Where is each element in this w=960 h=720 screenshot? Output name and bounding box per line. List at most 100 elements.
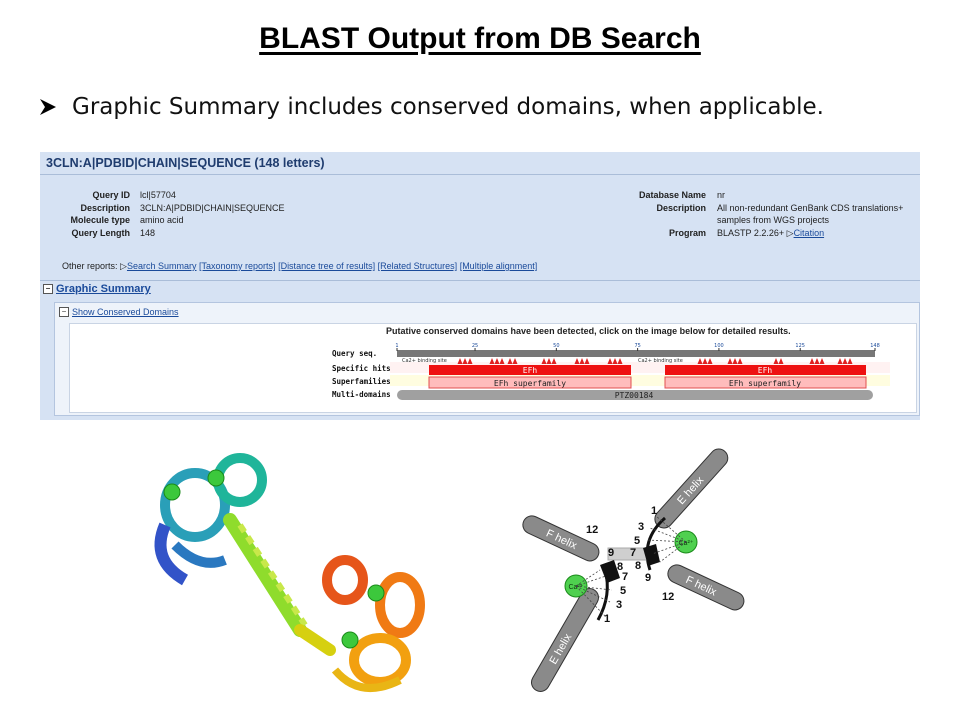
arrow-bullet-icon	[40, 99, 56, 115]
binding-site-triangle[interactable]	[512, 358, 518, 364]
efh-superfamily-2[interactable]	[664, 376, 867, 389]
domain-message: Putative conserved domains have been det…	[386, 326, 791, 336]
query-seq-bar	[397, 350, 875, 357]
pos-8-left: 8	[617, 561, 623, 573]
axis-tick-label: 100	[714, 343, 724, 349]
binding-site-triangle[interactable]	[546, 358, 552, 364]
slide-title: BLAST Output from DB Search	[259, 22, 701, 55]
pos-3-bottom: 3	[616, 599, 622, 611]
graphic-summary-link[interactable]: Graphic Summary	[56, 283, 151, 295]
axis-tick-label: 50	[553, 343, 559, 349]
illustrations: E helix F helix F helix E helix Ca²⁺	[154, 448, 745, 692]
pos-9-left: 9	[608, 547, 614, 559]
binding-site-triangle[interactable]	[842, 358, 848, 364]
superfamily-track-bg	[390, 375, 890, 386]
f-helix-left: F helix	[522, 515, 600, 562]
pos-7-bottom: 7	[622, 571, 628, 583]
related-structures-link[interactable]: [Related Structures]	[377, 261, 458, 271]
citation-link[interactable]: Citation	[793, 227, 825, 238]
pos-5-bottom: 5	[620, 585, 626, 597]
show-conserved-domains-link[interactable]: Show Conserved Domains	[72, 307, 179, 317]
binding-site-triangle[interactable]	[773, 358, 779, 364]
search-summary-link[interactable]: Search Summary	[126, 261, 197, 271]
binding-site-triangle[interactable]	[494, 358, 500, 364]
binding-site-triangle[interactable]	[607, 358, 613, 364]
f-helix-right: F helix	[667, 564, 745, 611]
binding-site-triangle[interactable]	[617, 358, 623, 364]
binding-site-triangle[interactable]	[541, 358, 547, 364]
axis-tick-label: 25	[472, 343, 478, 349]
binding-site-label: Ca2+ binding site	[638, 358, 683, 364]
other-reports: Other reports: ▷Search Summary [Taxonomy…	[62, 261, 537, 272]
db-description-cont: samples from WGS projects	[717, 215, 830, 225]
binding-site-triangle[interactable]	[507, 358, 513, 364]
track-multi-domains: Multi-domains	[332, 390, 391, 399]
divider	[40, 280, 920, 281]
blast-results-panel: 3CLN:A|PDBID|CHAIN|SEQUENCE (148 letters…	[40, 152, 920, 420]
axis-tick-label: 75	[634, 343, 640, 349]
binding-site-triangle[interactable]	[707, 358, 713, 364]
collapse-icon[interactable]: −	[59, 307, 69, 317]
ef-hand-diagram: E helix F helix F helix E helix Ca²⁺	[522, 448, 745, 692]
binding-site-triangle[interactable]	[778, 358, 784, 364]
binding-site-triangle[interactable]	[467, 358, 473, 364]
binding-site-triangle[interactable]	[499, 358, 505, 364]
play-icon: ▷	[120, 261, 127, 271]
efh-hit-2-label: EFh	[758, 366, 773, 375]
binding-site-label: Ca2+ binding site	[402, 358, 447, 364]
program-label: Program	[668, 227, 706, 238]
distance-tree-link[interactable]: [Distance tree of results]	[278, 261, 376, 271]
pos-12-right: 12	[662, 591, 674, 603]
binding-site-triangle[interactable]	[462, 358, 468, 364]
binding-site-triangle[interactable]	[489, 358, 495, 364]
multiple-alignment-link[interactable]: [Multiple alignment]	[459, 261, 538, 271]
graphic-summary-header[interactable]: − Graphic Summary	[43, 283, 151, 295]
efh-hit-2[interactable]	[665, 365, 866, 375]
pos-5-top: 5	[634, 535, 640, 547]
binding-site-markers[interactable]	[457, 358, 853, 364]
binding-site-triangle[interactable]	[584, 358, 590, 364]
binding-site-triangle[interactable]	[737, 358, 743, 364]
pos-3-top: 3	[638, 521, 644, 533]
binding-site-triangle[interactable]	[457, 358, 463, 364]
calmodulin-ribbon-structure	[154, 453, 425, 692]
binding-site-triangle[interactable]	[819, 358, 825, 364]
binding-site-triangle[interactable]	[837, 358, 843, 364]
binding-site-triangle[interactable]	[697, 358, 703, 364]
binding-site-triangle[interactable]	[727, 358, 733, 364]
binding-site-triangle[interactable]	[814, 358, 820, 364]
binding-site-triangle[interactable]	[579, 358, 585, 364]
program-name: BLASTP 2.2.26+	[717, 227, 785, 238]
binding-site-triangle[interactable]	[574, 358, 580, 364]
binding-site-triangle[interactable]	[551, 358, 557, 364]
binding-site-triangle[interactable]	[702, 358, 708, 364]
svg-text:Ca²⁺: Ca²⁺	[679, 540, 694, 547]
show-conserved-domains[interactable]: − Show Conserved Domains	[59, 307, 179, 317]
binding-site-triangle[interactable]	[612, 358, 618, 364]
binding-site-triangle[interactable]	[847, 358, 853, 364]
taxonomy-reports-link[interactable]: [Taxonomy reports]	[199, 261, 276, 271]
efh-hit-1[interactable]	[429, 365, 631, 375]
bullet-point: Graphic Summary includes conserved domai…	[38, 94, 824, 120]
efh-superfamily-1-label: EFh superfamily	[494, 379, 566, 388]
ptz00184-domain[interactable]	[397, 390, 873, 400]
query-length-value: 148	[140, 227, 156, 238]
db-description-value: All non-redundant GenBank CDS translatio…	[717, 202, 904, 213]
bullet-text: Graphic Summary includes conserved domai…	[72, 94, 824, 120]
binding-site-triangle[interactable]	[809, 358, 815, 364]
binding-site-triangle[interactable]	[732, 358, 738, 364]
description-value: 3CLN:A|PDBID|CHAIN|SEQUENCE	[140, 202, 285, 213]
divider	[40, 174, 920, 175]
pos-1-top: 1	[651, 505, 657, 517]
pos-8-right: 8	[635, 560, 641, 572]
track-specific-hits: Specific hits	[332, 364, 391, 373]
efh-hit-1-label: EFh	[523, 366, 538, 375]
efh-superfamily-1[interactable]	[428, 376, 632, 389]
collapse-icon[interactable]: −	[43, 284, 53, 294]
efh-superfamily-2-label: EFh superfamily	[729, 379, 801, 388]
pos-1-bottom: 1	[604, 613, 610, 625]
molecule-type-label: Molecule type	[70, 215, 130, 225]
